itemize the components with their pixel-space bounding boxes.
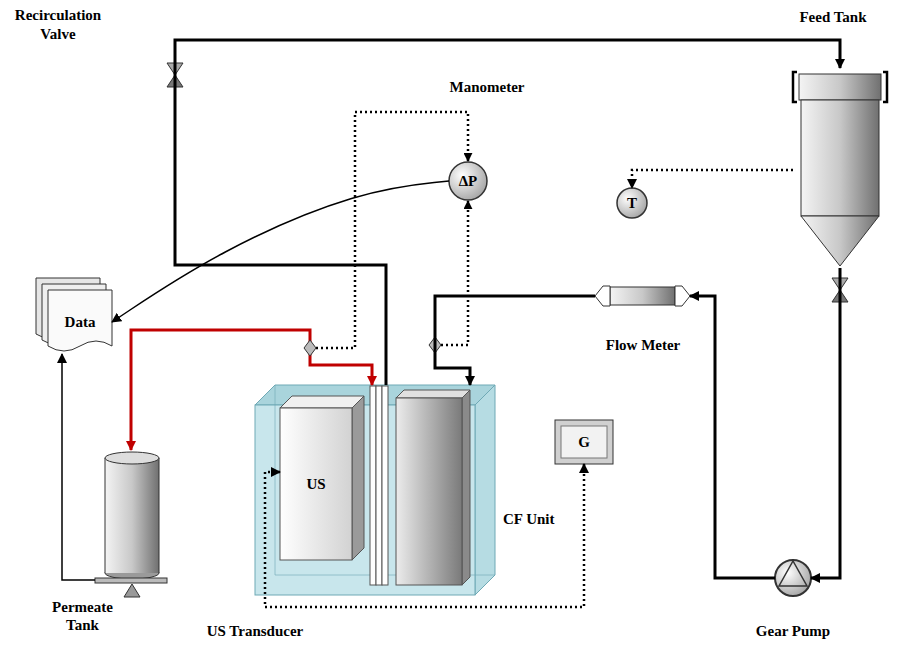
signal-connector <box>265 464 584 607</box>
connector-group <box>62 40 840 607</box>
transducer-front <box>280 408 352 560</box>
tank-bracket <box>883 72 887 102</box>
node-label: US <box>306 475 325 493</box>
signal-line <box>441 201 468 345</box>
document-page <box>48 290 112 351</box>
pipe-connector <box>62 354 95 580</box>
slab-front <box>396 398 462 585</box>
transducer-label: US Transducer <box>185 622 325 641</box>
cf-unit: CF UnitUS <box>255 385 495 595</box>
membrane-plate <box>376 386 382 585</box>
node-label: Flow Meter <box>583 336 703 354</box>
thermometer: T <box>617 188 647 218</box>
node-label: Gear Pump <box>738 622 848 640</box>
instrument-label: Manometer <box>437 78 537 97</box>
signal-line <box>316 112 468 348</box>
pressure-tap <box>304 340 316 356</box>
pipe-connector <box>112 181 449 322</box>
signal-connector <box>632 170 793 188</box>
node-label: ΔP <box>459 172 478 190</box>
scale-foot <box>124 584 140 597</box>
flow-meter-end <box>595 286 610 306</box>
pipe-connector <box>811 268 840 578</box>
permeate-tank-top <box>105 452 159 464</box>
flow-meter-body <box>610 287 675 305</box>
manometer: ΔP <box>449 162 487 200</box>
node-label: Permeate Tank <box>40 598 125 634</box>
permeate-tank: Permeate Tank <box>95 450 167 600</box>
membrane-plate <box>382 386 388 585</box>
manometer-circle <box>449 162 487 200</box>
pipe-connector <box>131 330 372 450</box>
node-label: CF Unit <box>503 510 578 528</box>
pipe-connector <box>690 296 775 578</box>
generator-face <box>561 426 607 458</box>
pump-symbol <box>775 560 811 596</box>
permeate-tank-outline <box>105 458 159 573</box>
tank-cone <box>801 216 879 266</box>
thermometer-circle <box>617 188 647 218</box>
pipe-connector <box>435 296 595 385</box>
cf-unit-side <box>475 385 495 595</box>
generator-box <box>555 420 613 464</box>
data-logger: Data <box>48 290 112 354</box>
transducer-side <box>352 396 364 560</box>
scale-plate <box>95 578 167 583</box>
slab-side <box>462 390 470 585</box>
node-label: Data <box>65 313 96 331</box>
transducer-top <box>280 396 364 408</box>
node-label: T <box>627 194 637 212</box>
flow-meter-end <box>675 286 690 306</box>
node-label: G <box>578 433 590 451</box>
tank-lid <box>799 74 881 100</box>
gear-pump: Gear Pump <box>775 560 811 596</box>
ultrasound-transducer: US <box>280 408 352 560</box>
membrane-plate <box>370 386 376 585</box>
permeate-tank-body <box>105 458 159 573</box>
generator-box: G <box>555 420 613 464</box>
valve-label: Recirculation Valve <box>8 6 108 44</box>
flow-meter: Flow Meter <box>595 286 690 306</box>
pipe-connector <box>175 40 840 385</box>
tank-bracket <box>793 72 797 102</box>
pump-triangle <box>779 561 807 586</box>
slab-top <box>396 390 470 398</box>
node-label: Feed Tank <box>763 8 903 26</box>
feed-tank: Feed Tank <box>793 68 887 268</box>
tank-body <box>801 100 879 216</box>
